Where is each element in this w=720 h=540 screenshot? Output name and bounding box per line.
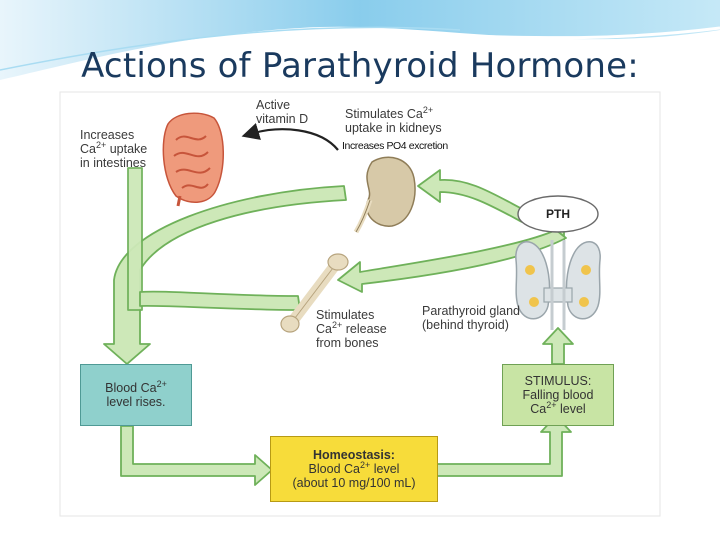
- pth-label: PTH: [546, 207, 570, 221]
- arrow-pth-to-kidney: [417, 169, 529, 223]
- arrow-intestine-to-blood: [127, 167, 143, 311]
- kidney-label: Stimulates Ca2+ uptake in kidneys: [345, 104, 442, 135]
- intestine-label: Increases Ca2+ uptake in intestines: [80, 128, 148, 170]
- pth-oval: [517, 195, 599, 233]
- parathyroid-gland-icon: [515, 240, 601, 330]
- slide-title: Actions of Parathyroid Hormone:: [81, 46, 639, 86]
- kidney-icon: [353, 156, 416, 234]
- phosphate-note: Increases PO4 excretion: [342, 140, 448, 152]
- parathyroid-gland-label: Parathyroid gland (behind thyroid): [422, 304, 520, 332]
- arrow-pth-to-bone: [337, 229, 567, 293]
- arrow-kidney-to-blood: [103, 185, 347, 365]
- arrow-stimulus-to-gland: [542, 327, 574, 365]
- bone-icon: [280, 253, 349, 333]
- bone-label: Stimulates Ca2+ release from bones: [316, 308, 387, 350]
- stimulus-box: STIMULUS: Falling blood Ca2+ level: [502, 364, 614, 426]
- vitamin-d-label: Active vitamin D: [256, 98, 309, 126]
- hormone-arrows: [103, 167, 567, 365]
- arrow-bone-to-blood: [139, 290, 301, 311]
- arrow-blood-to-homeostasis: [120, 425, 273, 486]
- arrow-vitamin-d: [241, 123, 339, 151]
- header-swoosh: [0, 0, 720, 84]
- intestine-icon: [162, 112, 224, 207]
- blood-calcium-rises-box: Blood Ca2+ level rises.: [80, 364, 192, 426]
- homeostasis-box: Homeostasis: Blood Ca2+ level (about 10 …: [270, 436, 438, 502]
